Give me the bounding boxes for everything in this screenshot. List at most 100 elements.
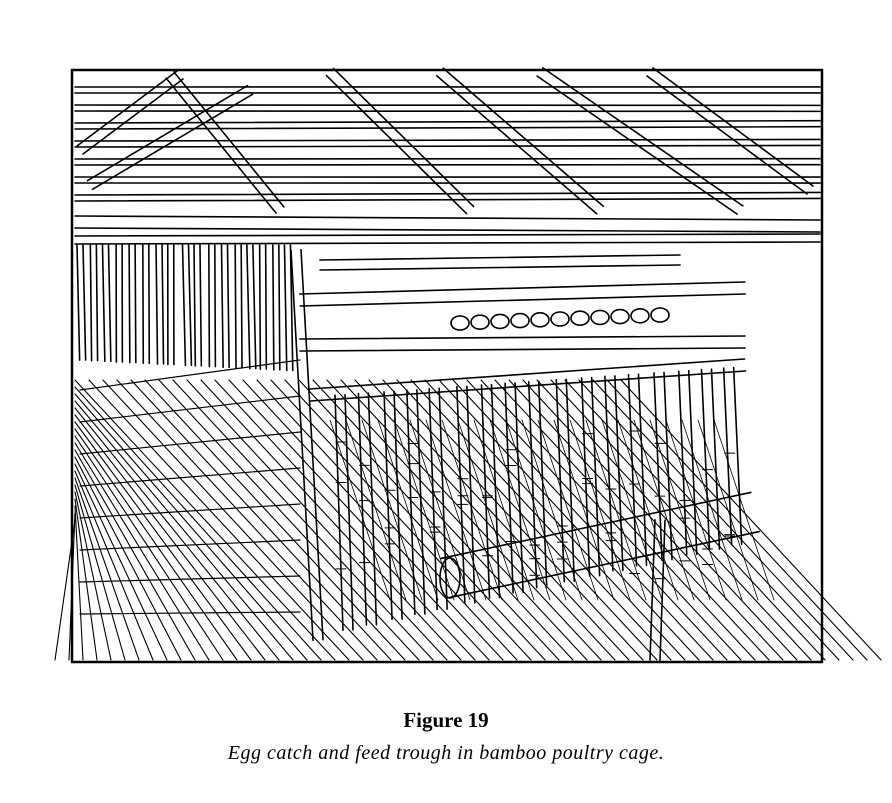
cage-interior-hatch	[361, 419, 423, 601]
roof-rafter	[332, 67, 475, 208]
cage-interior-hatch	[633, 419, 695, 601]
egg-catch-opening	[550, 311, 570, 327]
cage-bar	[710, 368, 721, 550]
left-wall-stick	[95, 244, 99, 362]
floor-slat	[452, 379, 714, 661]
cage-interior-hatch	[569, 419, 631, 601]
top-rail	[319, 254, 681, 261]
floor-slat	[522, 379, 784, 661]
cage-bar	[416, 388, 426, 615]
floor-slat	[74, 463, 168, 661]
floor-slat	[74, 428, 238, 661]
floor-slat	[578, 379, 840, 661]
floor-slat	[74, 470, 154, 661]
left-wall-stick	[226, 244, 230, 368]
cage-bar	[627, 373, 638, 567]
roof-rafter	[82, 78, 184, 155]
left-wall-stick	[289, 244, 294, 372]
floor-slat	[74, 435, 224, 661]
left-wall-stick	[264, 244, 268, 370]
roof-rafter	[325, 74, 468, 215]
left-wall-stick	[214, 244, 217, 368]
cage-interior-hatch	[553, 419, 615, 601]
cage-bar	[383, 390, 393, 621]
floor-slat	[606, 379, 868, 661]
left-wall-stick	[240, 244, 243, 369]
floor-slat	[270, 379, 532, 661]
left-wall-stick	[107, 244, 112, 363]
left-wall-stick	[220, 244, 224, 369]
left-wall-stick	[187, 244, 193, 367]
cage-interior-hatch	[713, 419, 775, 601]
feed-trough	[440, 491, 752, 560]
floor-crossbar	[79, 467, 301, 487]
left-wall-stick	[101, 244, 106, 363]
top-rail	[319, 264, 681, 271]
egg-catch-opening	[610, 308, 630, 325]
cage-bar	[480, 384, 491, 599]
left-wall-stick	[82, 244, 87, 361]
roof-rafter	[435, 74, 598, 215]
floor-crossbar	[79, 395, 301, 423]
cage-interior-hatch	[473, 419, 535, 601]
floor-slat	[74, 393, 308, 661]
left-wall-stick	[128, 244, 131, 364]
left-wall-stick	[252, 244, 257, 370]
figure-title: Figure 19	[403, 708, 489, 732]
floor-slat	[74, 407, 280, 661]
floor-crossbar	[79, 575, 301, 583]
cage-interior-hatch	[393, 419, 455, 601]
cage-interior-hatch	[585, 419, 647, 601]
cage-bar	[428, 387, 438, 611]
cage-interior-hatch	[649, 419, 711, 601]
roof-rafter	[652, 67, 814, 187]
cage-interior-hatch	[489, 419, 551, 601]
cage-bar	[663, 371, 673, 561]
floor-slat	[130, 379, 392, 661]
cage-bar	[722, 367, 733, 546]
floor-crossbar	[79, 359, 301, 391]
floor-slat	[410, 379, 672, 661]
roof-batten	[74, 144, 821, 148]
egg-catch-opening	[590, 309, 610, 326]
roof-batten	[74, 125, 821, 130]
floor-slat	[354, 379, 616, 661]
floor-slat	[200, 379, 462, 661]
cage-bar	[687, 369, 698, 555]
floor-crossbar	[79, 611, 301, 615]
cage-interior-hatch	[505, 419, 567, 601]
floor-slat	[340, 379, 602, 661]
cage-interior-hatch	[329, 419, 391, 601]
egg-catch-pole	[299, 335, 746, 340]
feed-trough	[448, 530, 760, 599]
support-post	[659, 519, 666, 661]
floor-slat	[284, 379, 546, 661]
front-rail	[308, 358, 746, 390]
left-wall-stick	[89, 244, 93, 362]
cage-bar	[677, 370, 688, 556]
cage-bar	[537, 380, 548, 588]
figure-caption: Egg catch and feed trough in bamboo poul…	[227, 742, 665, 764]
floor-slat	[74, 477, 140, 661]
left-wall-stick	[283, 244, 288, 372]
cage-bar	[700, 368, 711, 551]
egg-catch-opening	[630, 307, 650, 324]
left-wall-stick	[272, 244, 275, 371]
left-wall-stick	[234, 244, 237, 369]
floor-slat	[74, 456, 182, 661]
floor-slat	[74, 421, 252, 661]
floor-slat	[508, 379, 770, 661]
cage-bar	[334, 394, 344, 631]
main-beam	[74, 233, 821, 237]
support-post	[649, 519, 656, 661]
roof-rafter	[646, 75, 808, 195]
cage-bar	[357, 392, 368, 626]
left-wall-stick	[246, 244, 251, 370]
floor-slat	[74, 379, 336, 661]
floor-slat	[214, 379, 476, 661]
egg-catch-opening	[530, 311, 550, 328]
cage-bar	[580, 377, 591, 577]
cage-interior-hatch	[617, 419, 679, 601]
roof-batten	[74, 138, 821, 142]
cage-interior-hatch	[345, 419, 407, 601]
